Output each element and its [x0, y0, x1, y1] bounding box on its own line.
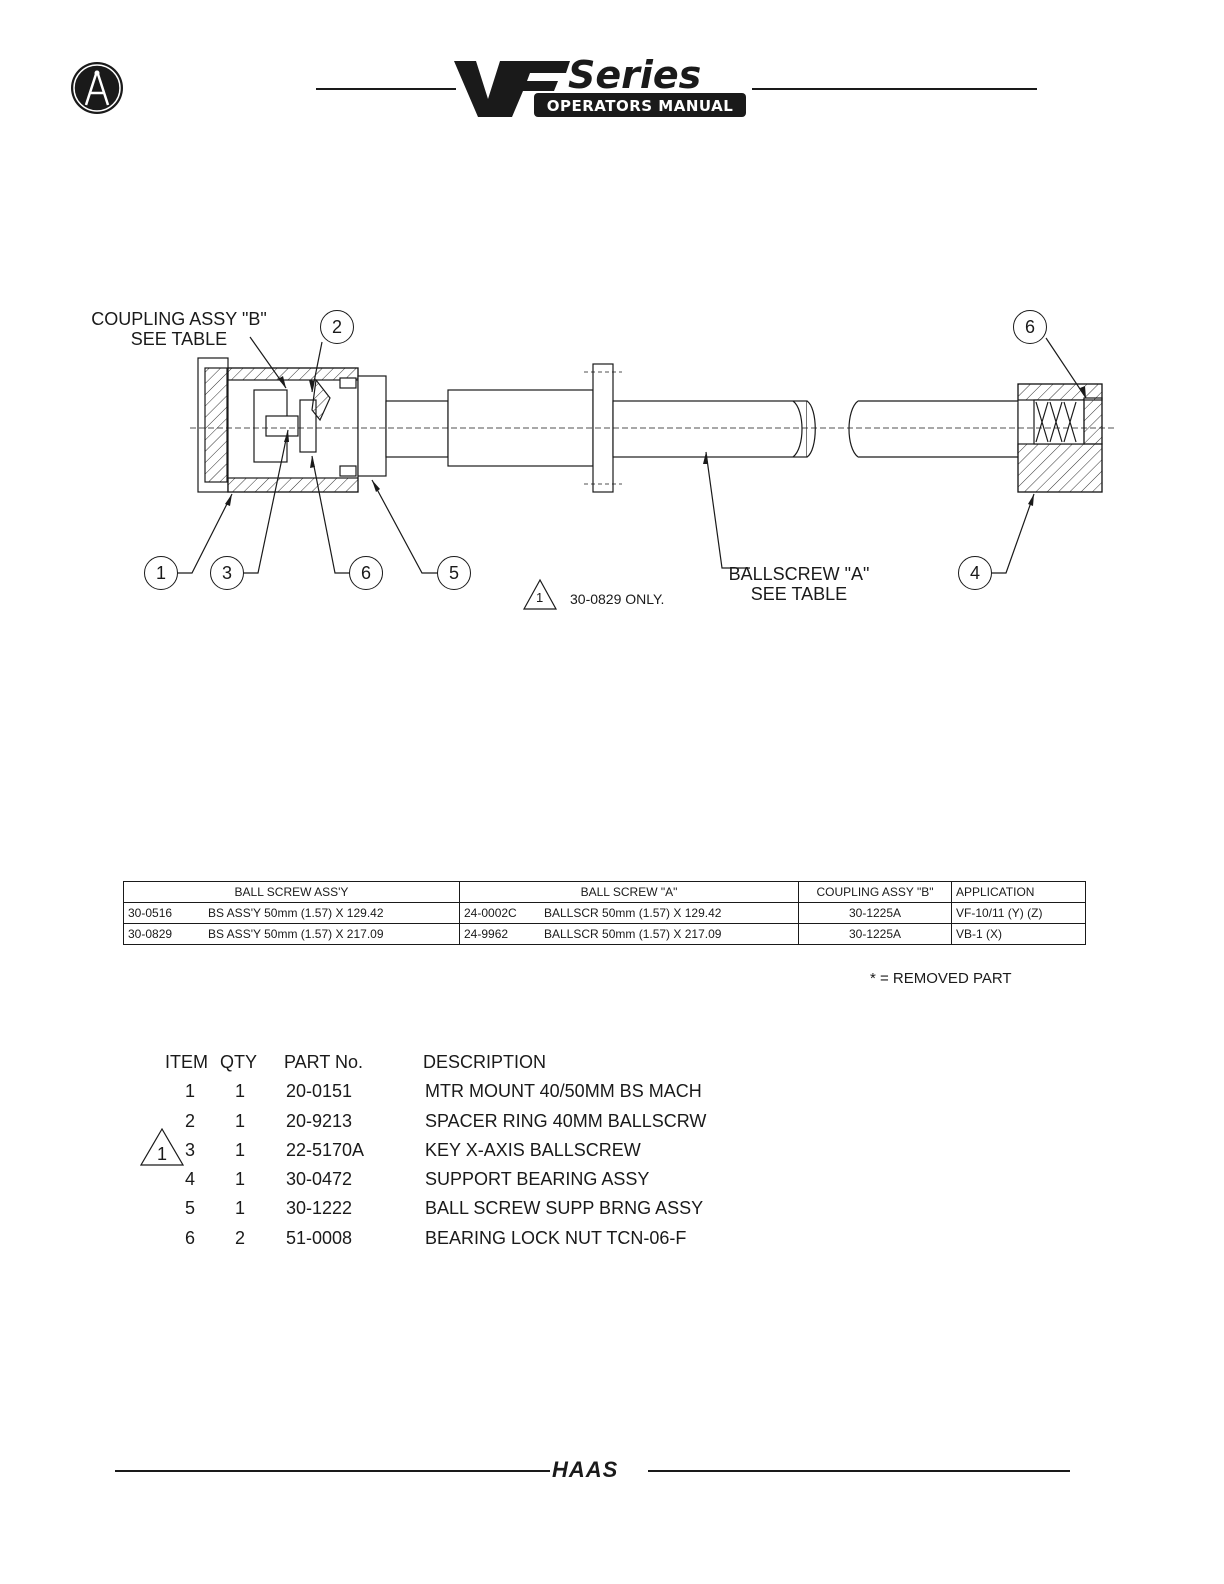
- item-desc: MTR MOUNT 40/50MM BS MACH: [425, 1081, 702, 1102]
- item-desc: KEY X-AXIS BALLSCREW: [425, 1139, 641, 1160]
- item-qty: 1: [234, 1081, 245, 1102]
- table-header-row: BALL SCREW ASS'Y BALL SCREW "A" COUPLING…: [123, 881, 1086, 903]
- screw-no: 24-0002C: [464, 906, 517, 920]
- header-qty: QTY: [220, 1052, 258, 1072]
- triangle-note-number: 1: [157, 1144, 167, 1164]
- assy-no: 30-0516: [128, 906, 173, 920]
- item-part: 30-1222: [286, 1198, 353, 1219]
- ballscrew-label-line1: BALLSCREW "A": [728, 564, 870, 584]
- ballscrew-spec-table: BALL SCREW ASS'Y BALL SCREW "A" COUPLING…: [123, 881, 1086, 945]
- header-part: PART No.: [284, 1052, 364, 1072]
- logo-title: Series: [568, 55, 701, 97]
- ballscrew-label: BALLSCREW "A" SEE TABLE: [724, 564, 874, 604]
- item-desc: SPACER RING 40MM BALLSCRW: [425, 1110, 707, 1131]
- footer-rule-left: [115, 1470, 550, 1472]
- note-marker: 1: [536, 590, 544, 605]
- item-number: 2: [184, 1110, 195, 1131]
- coupling-cell: 30-1225A: [798, 923, 952, 945]
- assembly-diagram: [177, 336, 1115, 610]
- screw-no: 24-9962: [464, 927, 509, 941]
- ballscrew-assembly-drawing: COUPLING ASSY "B" SEE TABLE BALLSCREW "A…: [0, 290, 1224, 620]
- col-header-coupling: COUPLING ASSY "B": [798, 881, 952, 903]
- note-text: 30-0829 ONLY.: [570, 591, 665, 607]
- callout-2: 2: [320, 310, 354, 344]
- removed-part-note: * = REMOVED PART: [870, 970, 1012, 987]
- coupling-label: COUPLING ASSY "B" SEE TABLE: [84, 309, 274, 349]
- screw-desc: BALLSCR 50mm (1.57) X 217.09: [544, 927, 722, 941]
- triangle-note-icon: 1: [140, 1128, 184, 1166]
- item-part: 51-0008: [286, 1227, 353, 1248]
- item-desc: BALL SCREW SUPP BRNG ASSY: [425, 1198, 704, 1219]
- callout-4: 4: [958, 556, 992, 590]
- screw-desc: BALLSCR 50mm (1.57) X 129.42: [544, 906, 722, 920]
- assy-desc: BS ASS'Y 50mm (1.57) X 129.42: [208, 906, 384, 920]
- item-number: 5: [184, 1198, 195, 1219]
- item-number: 4: [184, 1169, 195, 1190]
- item-qty: 1: [234, 1169, 245, 1190]
- footer-rule-right: [648, 1470, 1070, 1472]
- header-description: DESCRIPTION: [423, 1052, 547, 1072]
- header-rule-right: [752, 88, 1037, 90]
- application-cell: VF-10/11 (Y) (Z): [951, 902, 1086, 924]
- callout-6: 6: [349, 556, 383, 590]
- assy-desc: BS ASS'Y 50mm (1.57) X 217.09: [208, 927, 384, 941]
- table-row: 30-0829 BS ASS'Y 50mm (1.57) X 217.09 24-…: [123, 923, 1086, 945]
- item-qty: 1: [234, 1139, 245, 1160]
- callout-6-right: 6: [1013, 310, 1047, 344]
- col-header-screw: BALL SCREW "A": [459, 881, 799, 903]
- col-header-application: APPLICATION: [951, 881, 1086, 903]
- item-number: 1: [184, 1081, 195, 1102]
- coupling-label-line2: SEE TABLE: [130, 329, 228, 349]
- ballscrew-label-line2: SEE TABLE: [750, 584, 848, 604]
- application-cell: VB-1 (X): [951, 923, 1086, 945]
- item-part: 22-5170A: [286, 1139, 365, 1160]
- col-header-assy: BALL SCREW ASS'Y: [123, 881, 460, 903]
- haas-footer-logo: HAAS: [552, 1457, 619, 1482]
- item-qty: 1: [234, 1110, 245, 1131]
- header-rule-left: [316, 88, 456, 90]
- callout-3: 3: [210, 556, 244, 590]
- callout-5: 5: [437, 556, 471, 590]
- compass-logo-icon: [71, 62, 123, 114]
- item-desc: SUPPORT BEARING ASSY: [425, 1169, 650, 1190]
- coupling-cell: 30-1225A: [798, 902, 952, 924]
- assy-no: 30-0829: [128, 927, 173, 941]
- vf-series-logo: Series OPERATORS MANUAL: [454, 55, 746, 117]
- coupling-label-line1: COUPLING ASSY "B": [91, 309, 267, 329]
- table-row: 30-0516 BS ASS'Y 50mm (1.57) X 129.42 24-…: [123, 902, 1086, 924]
- item-part: 30-0472: [286, 1169, 353, 1190]
- item-number: 3: [184, 1139, 195, 1160]
- item-part: 20-0151: [286, 1081, 353, 1102]
- header-item: ITEM: [165, 1052, 208, 1072]
- item-number: 6: [184, 1227, 195, 1248]
- item-desc: BEARING LOCK NUT TCN-06-F: [425, 1227, 687, 1248]
- item-qty: 1: [234, 1198, 245, 1219]
- item-part: 20-9213: [286, 1110, 353, 1131]
- callout-1: 1: [144, 556, 178, 590]
- logo-subtitle: OPERATORS MANUAL: [547, 97, 734, 115]
- item-qty: 2: [234, 1227, 245, 1248]
